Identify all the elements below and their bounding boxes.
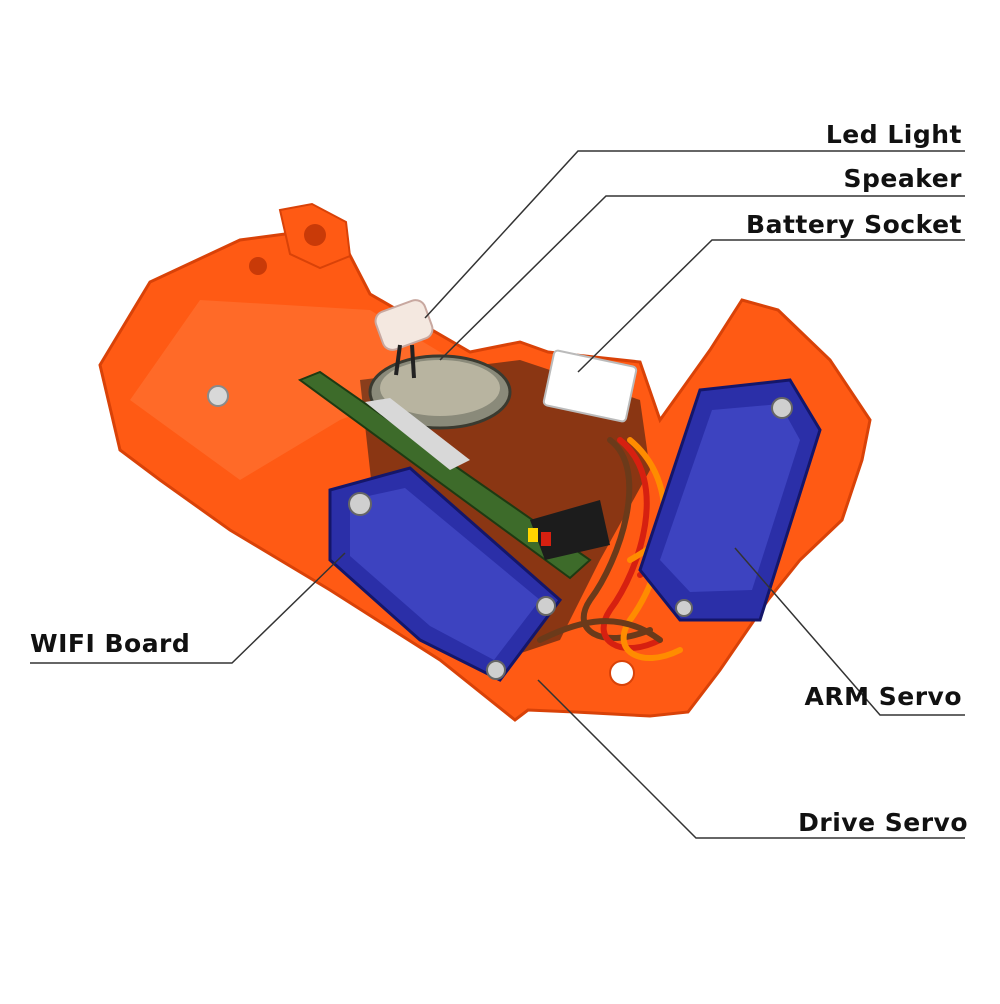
drive-servo [328,466,563,682]
leader-wifi [30,552,346,664]
wifi-board [297,370,610,580]
label-speaker: Speaker [843,164,962,193]
label-wifi-board: WIFI Board [30,629,191,658]
label-arm-servo: ARM Servo [804,682,962,711]
leader-battery [577,239,965,373]
label-battery-socket: Battery Socket [746,210,962,239]
label-led-light: Led Light [825,120,962,149]
leader-speaker [439,195,965,361]
leader-led [424,150,965,319]
battery-socket [542,349,638,423]
callout-lines [30,150,965,839]
label-drive-servo: Drive Servo [798,808,968,837]
arm-servo [638,378,822,622]
leader-drive [537,679,965,839]
led [374,299,434,379]
leader-arm [734,547,965,716]
